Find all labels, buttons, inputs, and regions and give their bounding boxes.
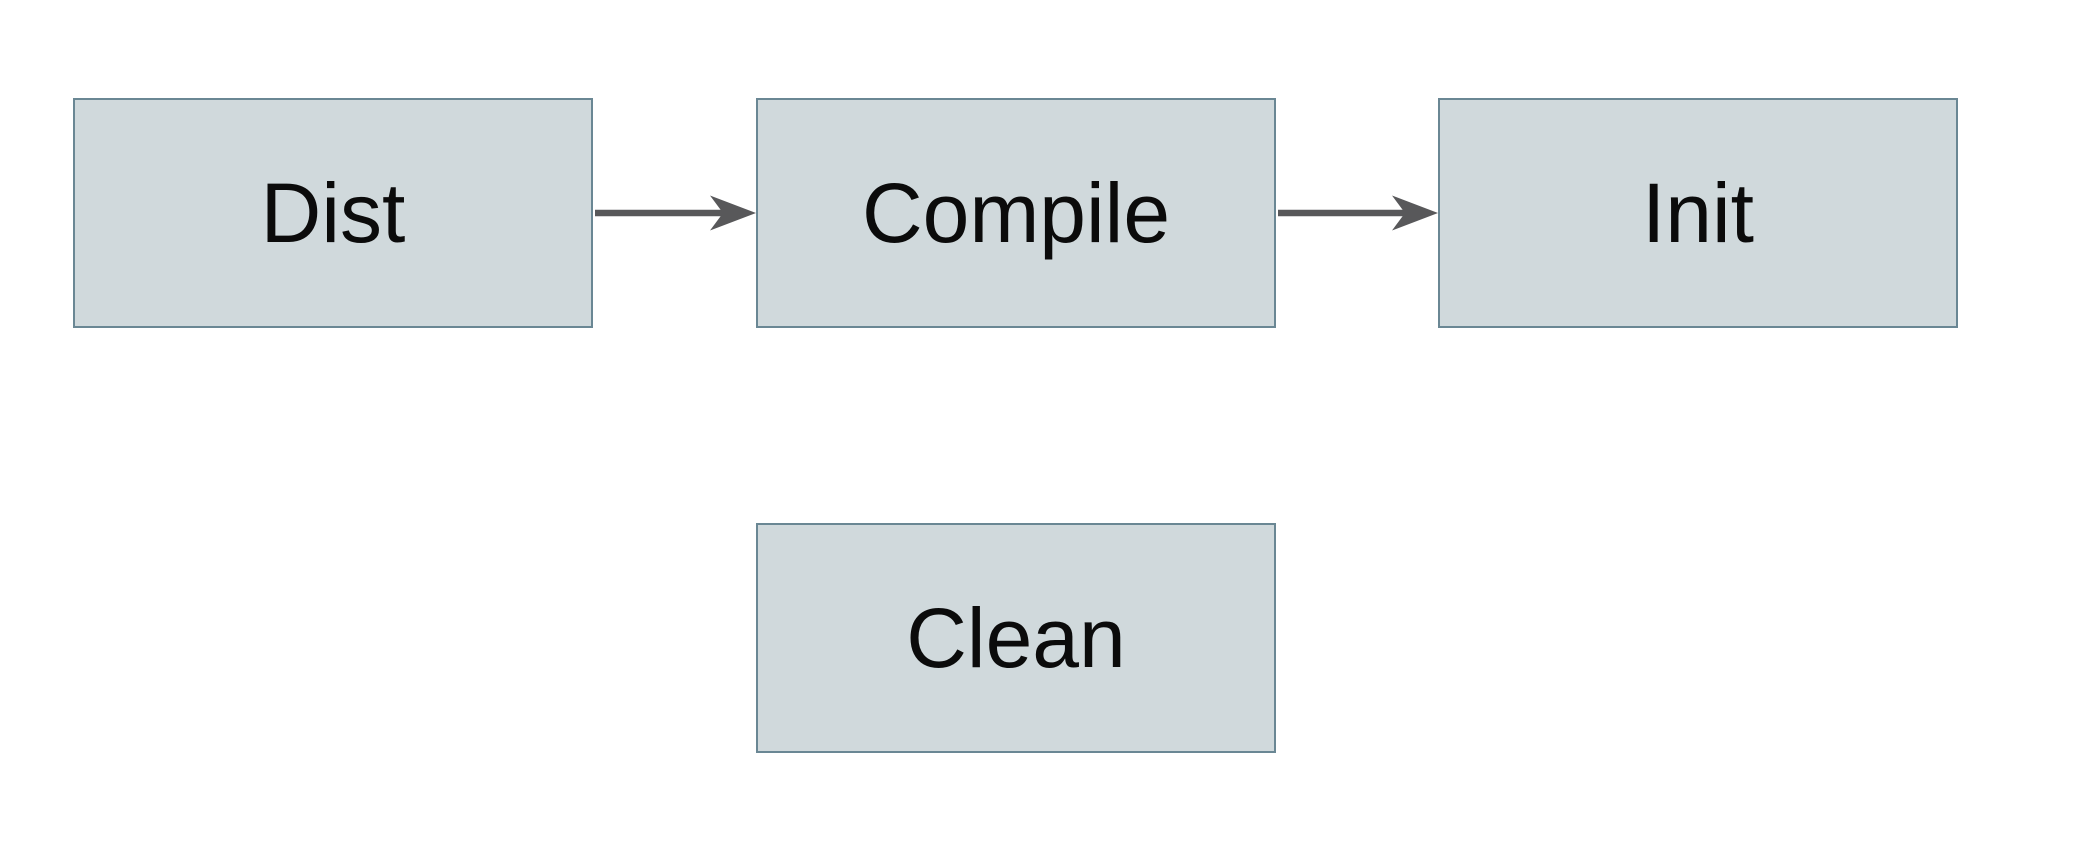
node-dist[interactable]: Dist [73,98,593,328]
node-compile-label: Compile [861,166,1171,260]
node-init[interactable]: Init [1438,98,1958,328]
node-clean[interactable]: Clean [756,523,1276,753]
node-clean-label: Clean [906,591,1126,685]
arrow-compile-to-init [1278,195,1438,231]
node-init-label: Init [1641,166,1755,260]
node-compile[interactable]: Compile [756,98,1276,328]
node-dist-label: Dist [260,166,406,260]
arrow-dist-to-compile [595,195,756,231]
